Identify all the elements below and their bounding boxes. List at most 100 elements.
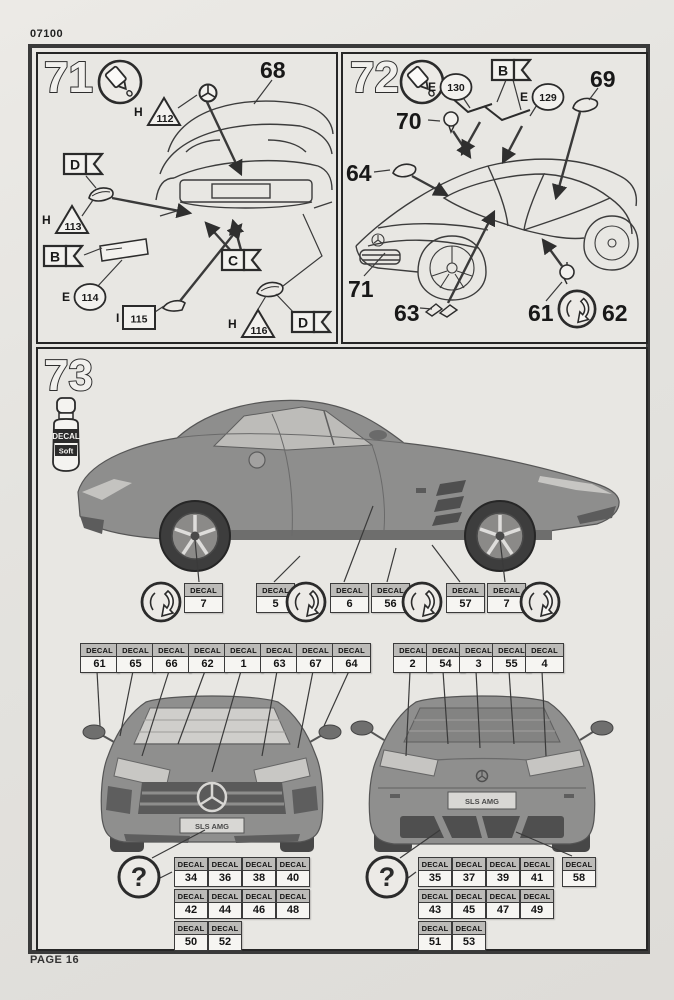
decal-word: DECAL — [81, 644, 118, 657]
circle-part-icon: 114 — [73, 283, 107, 311]
decal-word: DECAL — [117, 644, 154, 657]
decal-word: DECAL — [427, 644, 464, 657]
step72-part-63-shape — [424, 303, 459, 318]
decal-number: 57 — [447, 596, 484, 612]
decal-word: DECAL — [331, 584, 368, 597]
decal-number: 52 — [209, 934, 241, 950]
decal-label: DECAL 40 — [276, 857, 310, 887]
part-64-label: 64 — [346, 160, 372, 186]
decal-word: DECAL — [447, 584, 484, 597]
decal-number: 43 — [419, 902, 451, 918]
decal-number: 51 — [419, 934, 451, 950]
svg-text:129: 129 — [539, 92, 557, 104]
decal-number: 62 — [189, 656, 226, 672]
decal-label: DECAL 63 — [260, 643, 299, 673]
decal-number: 55 — [493, 656, 530, 672]
decal-word: DECAL — [453, 890, 485, 903]
step71-wedge-part — [161, 299, 186, 312]
decal-word: DECAL — [209, 858, 241, 871]
svg-text:?: ? — [131, 862, 148, 892]
part-69-label: 69 — [590, 66, 616, 92]
decal-label: DECAL 54 — [426, 643, 465, 673]
decal-number: 41 — [521, 870, 553, 886]
rear-left-mirror — [350, 720, 385, 741]
decal-label: DECAL 50 — [174, 921, 208, 951]
decal-apply-icon — [519, 581, 561, 623]
flag-label-b: B — [490, 58, 532, 82]
decal-number: 61 — [81, 656, 118, 672]
triangle-part-icon: 112 — [145, 96, 182, 126]
decal-label: DECAL 47 — [486, 889, 520, 919]
decal-word: DECAL — [333, 644, 370, 657]
decal-word: DECAL — [243, 890, 275, 903]
decal-number: 50 — [175, 934, 207, 950]
decal-label: DECAL 55 — [492, 643, 531, 673]
svg-text:71: 71 — [44, 54, 93, 100]
step72-part-64-shape — [392, 163, 417, 178]
step71-small-part-2 — [256, 281, 284, 298]
decal-word: DECAL — [277, 858, 309, 871]
decal-label: DECAL 1 — [224, 643, 263, 673]
decal-number: 49 — [521, 902, 553, 918]
decal-label: DECAL 37 — [452, 857, 486, 887]
svg-text:B: B — [498, 63, 508, 79]
part-62-label: 62 — [602, 300, 628, 326]
decal-word: DECAL — [261, 644, 298, 657]
mercedes-star-part-icon — [198, 83, 218, 103]
decal-word: DECAL — [189, 644, 226, 657]
decal-word: DECAL — [257, 584, 294, 597]
decal-word: DECAL — [493, 644, 530, 657]
square-part-icon: 115 — [122, 305, 157, 330]
page-number: PAGE 16 — [30, 954, 80, 966]
decal-label: DECAL 48 — [276, 889, 310, 919]
decal-label: DECAL 49 — [520, 889, 554, 919]
decal-number: 67 — [297, 656, 334, 672]
decal-number: 36 — [209, 870, 241, 886]
decal-word: DECAL — [419, 858, 451, 871]
decal-number: 63 — [261, 656, 298, 672]
decal-label: DECAL 44 — [208, 889, 242, 919]
decal-label: DECAL 62 — [188, 643, 227, 673]
part-label-e114: E 114 — [62, 282, 108, 312]
svg-text:D: D — [70, 157, 80, 173]
svg-text:73: 73 — [44, 352, 93, 398]
front-left-mirror — [82, 724, 115, 743]
decal-label: DECAL 42 — [174, 889, 208, 919]
decal-number: 34 — [175, 870, 207, 886]
decal-word: DECAL — [277, 890, 309, 903]
svg-text:Soft: Soft — [59, 447, 74, 456]
svg-text:130: 130 — [447, 82, 465, 94]
decal-number: 2 — [394, 656, 431, 672]
car-rear-view: SLS AMG — [350, 695, 614, 852]
decal-number: 7 — [185, 596, 222, 612]
decal-number: 39 — [487, 870, 519, 886]
svg-text:114: 114 — [82, 292, 99, 304]
decal-number: 6 — [331, 596, 368, 612]
part-label-e129: E 129 — [520, 82, 566, 112]
part-68-label: 68 — [260, 57, 286, 83]
flag-label-d: D — [290, 310, 332, 334]
decal-word: DECAL — [460, 644, 497, 657]
part-63-label: 63 — [394, 300, 420, 326]
decal-number: 40 — [277, 870, 309, 886]
step72-round-part — [443, 111, 459, 134]
decal-apply-icon — [557, 289, 597, 329]
decal-number: 1 — [225, 656, 262, 672]
decal-label: DECAL 41 — [520, 857, 554, 887]
decal-soft-bottle-icon: DECAL Soft — [52, 397, 80, 472]
circle-part-icon: 130 — [439, 73, 473, 101]
decal-label: DECAL 38 — [242, 857, 276, 887]
decal-label: DECAL 39 — [486, 857, 520, 887]
front-right-mirror — [309, 724, 342, 743]
decal-label: DECAL 45 — [452, 889, 486, 919]
decal-word: DECAL — [453, 922, 485, 935]
decal-label: DECAL 52 — [208, 921, 242, 951]
decal-number: 42 — [175, 902, 207, 918]
step71-small-part — [88, 187, 114, 202]
decal-label: DECAL 65 — [116, 643, 155, 673]
front-license-plate: SLS AMG — [195, 822, 229, 831]
part-label-i115: I 115 — [116, 304, 157, 331]
decal-label: DECAL 53 — [452, 921, 486, 951]
step-71-number: 71 — [43, 54, 94, 100]
